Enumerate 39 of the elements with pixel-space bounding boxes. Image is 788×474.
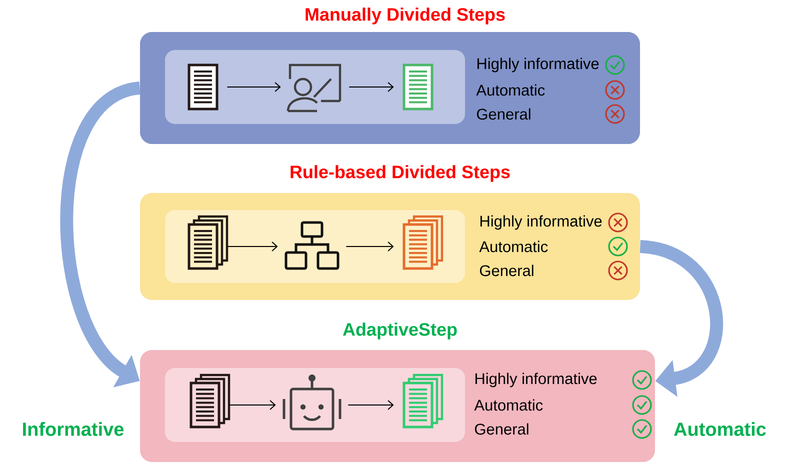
arrow [226,82,281,92]
property-text: Highly informative [480,215,602,230]
cross-icon [608,212,628,232]
property-text: General [480,264,534,276]
documents-icon [190,374,230,428]
cross-icon [605,80,625,100]
property-text: Highly informative [475,372,597,388]
flowchart-icon [284,221,340,270]
property-text: Automatic [476,84,545,96]
document-icon [402,64,434,110]
cross-icon [605,104,625,124]
arrow [226,242,278,252]
panel-title: Rule-based Divided Steps [290,165,510,182]
check-icon [632,395,652,415]
arrow [228,400,276,410]
documents-icon [188,215,228,270]
panel-title: AdaptiveStep [342,322,457,340]
arrow [348,400,394,410]
property-text: General [474,423,528,435]
property-text: Highly informative [477,58,599,72]
property-text: General [476,108,530,120]
panel-title: Manually Divided Steps [306,8,505,24]
arrow [348,82,394,92]
documents-icon [402,215,444,270]
robot-icon [282,374,342,430]
check-icon [632,419,652,439]
side-label: Automatic [674,422,766,436]
property-text: Automatic [479,240,548,252]
side-label: Informative [23,422,124,436]
check-icon [632,370,652,390]
documents-icon [402,374,444,428]
check-icon [608,236,628,256]
check-icon [605,55,625,75]
property-text: Automatic [474,399,543,411]
arrow [639,240,724,397]
cross-icon [608,260,628,280]
teacher-icon [286,64,342,112]
document-icon [188,64,218,110]
arrow [346,242,394,252]
